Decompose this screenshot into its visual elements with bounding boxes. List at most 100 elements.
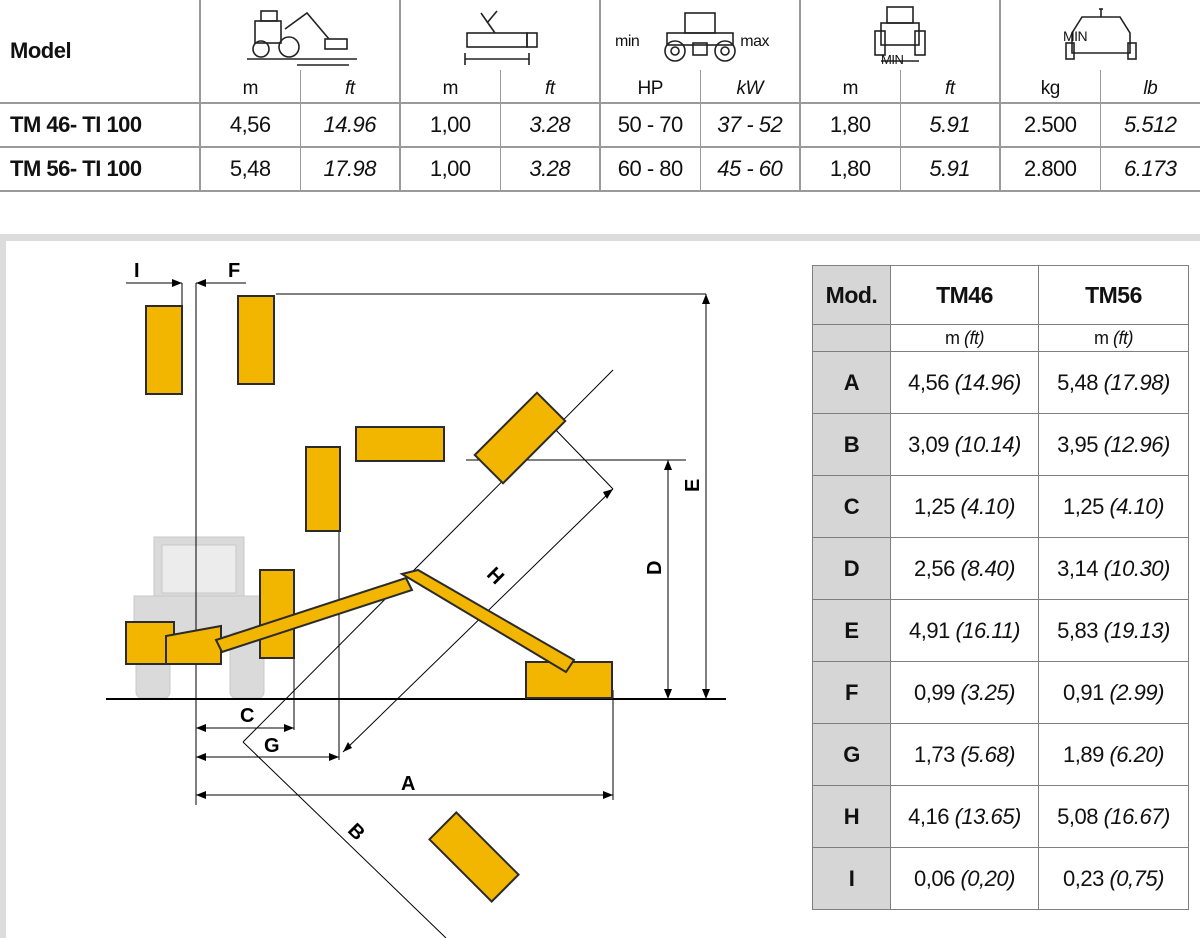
row-label: I <box>812 847 891 910</box>
tm56-unit: m (ft) <box>1038 324 1189 352</box>
row-label: G <box>812 723 891 786</box>
tm46-m: 1,73 <box>914 741 955 767</box>
tm46-m: 0,99 <box>914 679 955 705</box>
spec-value: 60 - 80 <box>600 146 701 192</box>
dimensions-table: Mod. TM46 TM56 m (ft) m (ft) A 4,56 (14.… <box>812 265 1189 910</box>
tm56-ft: (19.13) <box>1103 617 1171 643</box>
spec-value: 3.28 <box>500 146 601 192</box>
track-min-badge: MIN <box>881 52 904 67</box>
unit-cell: kg <box>1000 70 1101 103</box>
tm46-ft: (0,20) <box>960 865 1015 891</box>
row-label: H <box>812 785 891 848</box>
tm56-ft: (17.98) <box>1103 369 1171 395</box>
tm56-cell: 5,08 (16.67) <box>1038 785 1189 848</box>
tm56-header: TM56 <box>1038 265 1189 325</box>
dims-row: I 0,06 (0,20) 0,23 (0,75) <box>812 847 1189 910</box>
dims-row: A 4,56 (14.96) 5,48 (17.98) <box>812 351 1189 414</box>
tm46-m: 4,56 <box>908 369 949 395</box>
tm56-m: 5,83 <box>1057 617 1098 643</box>
tm56-m: 3,14 <box>1057 555 1098 581</box>
tm46-unit: m (ft) <box>890 324 1039 352</box>
unit-cell: kW <box>700 70 801 103</box>
label-c: C <box>240 705 254 727</box>
unit-m: m <box>944 327 960 348</box>
label-i: I <box>134 260 140 282</box>
spec-value: 1,80 <box>800 102 901 147</box>
spec-value: 5.91 <box>900 102 1001 147</box>
row-label: B <box>812 413 891 476</box>
weight-min-badge: MIN <box>1063 28 1088 44</box>
tractor-icon <box>664 12 736 62</box>
dims-row: D 2,56 (8.40) 3,14 (10.30) <box>812 537 1189 600</box>
tm56-ft: (12.96) <box>1103 431 1171 457</box>
label-h: H <box>482 563 508 589</box>
tm56-ft: (4.10) <box>1109 493 1164 519</box>
tm56-m: 3,95 <box>1057 431 1098 457</box>
unit-ft: (ft) <box>964 327 985 348</box>
tm46-m: 3,09 <box>908 431 949 457</box>
spec-value: 50 - 70 <box>600 102 701 147</box>
tm46-cell: 0,99 (3.25) <box>890 661 1039 724</box>
spec-value: 3.28 <box>500 102 601 147</box>
power-max-label: max <box>740 33 769 50</box>
spec-value: 17.98 <box>300 146 401 192</box>
unit-ft: (ft) <box>1113 327 1134 348</box>
tm46-cell: 1,73 (5.68) <box>890 723 1039 786</box>
unit-cell: HP <box>600 70 701 103</box>
tm56-ft: (2.99) <box>1109 679 1164 705</box>
spec-row: TM 56- TI 100 5,48 17.98 1,00 3.28 60 - … <box>0 146 1200 192</box>
tm56-cell: 3,14 (10.30) <box>1038 537 1189 600</box>
tm56-m: 5,08 <box>1057 803 1098 829</box>
track-icon-cell: MIN <box>800 0 1001 70</box>
tm56-ft: (16.67) <box>1103 803 1171 829</box>
spec-value: 2.500 <box>1000 102 1101 147</box>
mod-header: Mod. <box>812 265 891 325</box>
label-a: A <box>401 773 415 795</box>
reach-diagram: I F C G A B H D E <box>106 260 726 938</box>
tm56-ft: (0,75) <box>1109 865 1164 891</box>
label-g: G <box>264 735 280 757</box>
tm56-m: 1,25 <box>1063 493 1104 519</box>
unit-cell: ft <box>500 70 601 103</box>
dims-row: H 4,16 (13.65) 5,08 (16.67) <box>812 785 1189 848</box>
dims-header-row: Mod. TM46 TM56 <box>812 265 1189 325</box>
tm56-m: 1,89 <box>1063 741 1104 767</box>
spec-icon-row: Model <box>0 0 1200 103</box>
tm46-cell: 4,16 (13.65) <box>890 785 1039 848</box>
tm56-ft: (6.20) <box>1109 741 1164 767</box>
spec-units-row: m ft m ft HP kW m ft kg lb <box>0 70 1200 103</box>
dims-row: C 1,25 (4.10) 1,25 (4.10) <box>812 475 1189 538</box>
spec-value: 2.800 <box>1000 146 1101 192</box>
dims-row: F 0,99 (3.25) 0,91 (2.99) <box>812 661 1189 724</box>
weight-icon-cell: MIN <box>1000 0 1200 70</box>
power-min-label: min <box>615 33 640 50</box>
row-label: F <box>812 661 891 724</box>
tm56-m: 0,91 <box>1063 679 1104 705</box>
tm46-cell: 4,91 (16.11) <box>890 599 1039 662</box>
tm56-m: 0,23 <box>1063 865 1104 891</box>
spec-table: Model <box>0 0 1200 192</box>
tm46-cell: 2,56 (8.40) <box>890 537 1039 600</box>
width-icon-cell <box>400 0 601 70</box>
unit-cell: ft <box>300 70 401 103</box>
label-e: E <box>682 479 704 492</box>
spec-row: TM 46- TI 100 4,56 14.96 1,00 3.28 50 - … <box>0 102 1200 147</box>
tm56-cell: 3,95 (12.96) <box>1038 413 1189 476</box>
reach-icon-cell <box>200 0 401 70</box>
tm46-cell: 1,25 (4.10) <box>890 475 1039 538</box>
spec-value: 14.96 <box>300 102 401 147</box>
row-label: D <box>812 537 891 600</box>
track-width-icon <box>874 6 926 62</box>
model-name: TM 46- TI 100 <box>0 102 201 147</box>
row-label: C <box>812 475 891 538</box>
unit-label-blank <box>812 324 891 352</box>
tm56-cell: 0,91 (2.99) <box>1038 661 1189 724</box>
unit-cell: ft <box>900 70 1001 103</box>
mower-width-icon <box>464 10 538 65</box>
section-divider <box>0 234 1200 241</box>
spec-value: 5.91 <box>900 146 1001 192</box>
row-label: A <box>812 351 891 414</box>
tm46-m: 1,25 <box>914 493 955 519</box>
spec-value: 1,00 <box>400 146 501 192</box>
tm46-header: TM46 <box>890 265 1039 325</box>
